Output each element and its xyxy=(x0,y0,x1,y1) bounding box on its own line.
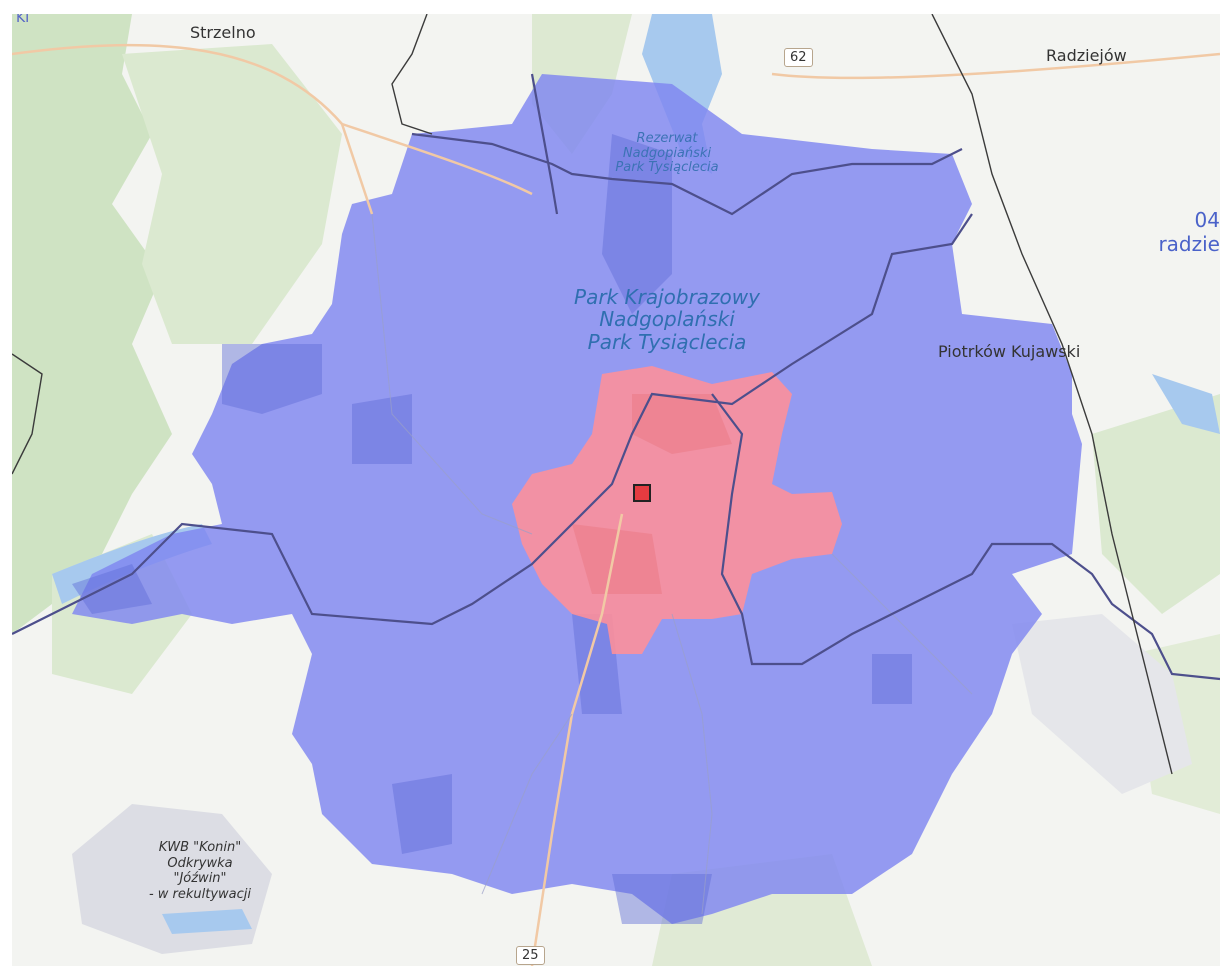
landscape-park-label-line-2: Nadgoplański xyxy=(599,307,735,332)
district-label-name: radzie xyxy=(1158,232,1220,256)
reserve-label: Rezerwat Nadgopiański Park Tysiąclecia xyxy=(602,131,732,176)
site-marker-icon[interactable] xyxy=(633,484,651,502)
landscape-park-label: Park Krajobrazowy Nadgoplański Park Tysi… xyxy=(542,285,792,354)
mine-label: KWB "Konin" Odkrywka "Jóźwin" - w rekult… xyxy=(130,840,270,902)
minor-roads xyxy=(371,213,973,915)
edge-label: KI xyxy=(16,14,30,26)
mine-label-line-1: KWB "Konin" xyxy=(158,840,242,855)
map-base xyxy=(12,14,1220,966)
town-label-radziejow: Radziejów xyxy=(1046,46,1127,65)
map-canvas[interactable]: KI Strzelno Radziejów Piotrków Kujawski … xyxy=(12,14,1220,966)
mine-label-line-4: - w rekultywacji xyxy=(148,886,252,902)
town-label-piotrkow-kujawski: Piotrków Kujawski xyxy=(938,342,1081,361)
reserve-label-line-1: Rezerwat xyxy=(636,131,698,146)
inner-zone xyxy=(512,366,842,654)
reserve-label-line-3: Park Tysiąclecia xyxy=(615,160,719,176)
reserve-label-line-2: Nadgopiański xyxy=(622,145,712,161)
district-label: 04 radzie xyxy=(1120,208,1220,256)
landscape-park-label-line-3: Park Tysiąclecia xyxy=(587,329,747,354)
mine-label-line-2: Odkrywka xyxy=(167,855,233,871)
district-boundaries xyxy=(12,14,1173,775)
mine-area-east xyxy=(1012,614,1192,794)
boundaries xyxy=(12,73,1220,681)
inner-zone-patches xyxy=(572,394,732,594)
mine-label-line-3: "Jóźwin" xyxy=(173,871,227,887)
town-label-strzelno: Strzelno xyxy=(190,23,256,42)
road-shield-62: 62 xyxy=(784,48,813,67)
landscape-park-label-line-1: Park Krajobrazowy xyxy=(574,285,760,309)
road-shield-25: 25 xyxy=(516,946,545,965)
district-label-code: 04 xyxy=(1194,208,1220,232)
